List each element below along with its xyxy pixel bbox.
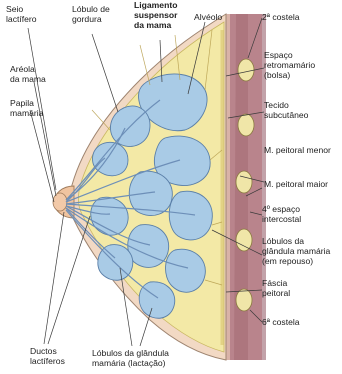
label-peitoral-maior: M. peitoral maior [264,179,328,189]
nipple [53,193,67,211]
label-areola: Aréola da mama [10,64,46,84]
label-lobulos-repouso: Lóbulos da glândula mamária (em repouso) [262,236,333,266]
rib-5 [236,229,252,251]
rib-3 [238,114,254,136]
label-costela-2: 2ª costela [262,12,300,22]
label-costela-6: 6ª costela [262,317,300,327]
rib-6 [236,289,252,311]
label-ductos: Ductos lactíferos [30,346,65,366]
label-peitoral-menor: M. peitoral menor [264,145,331,155]
rib-4 [236,171,252,193]
label-tecido-subcutaneo: Tecido subcutâneo [264,100,309,120]
label-espaco-intercostal: 4º espaço intercostal [262,204,302,224]
label-ligamento: Ligamento suspensor da mama [134,0,180,30]
label-lobulo-gordura: Lóbulo de gordura [72,4,112,24]
label-papila: Papila mamária [10,98,44,118]
label-alveolo: Alvéolo [194,12,222,22]
label-fascia-peitoral: Fáscia peitoral [262,278,290,298]
rib-2 [238,59,254,81]
label-espaco-retromamario: Espaço retromamário (bolsa) [264,50,318,80]
label-seio-lactifero: Seio lactífero [6,4,37,24]
label-lobulos-lactacao: Lóbulos da glândula mamária (lactação) [92,348,171,368]
